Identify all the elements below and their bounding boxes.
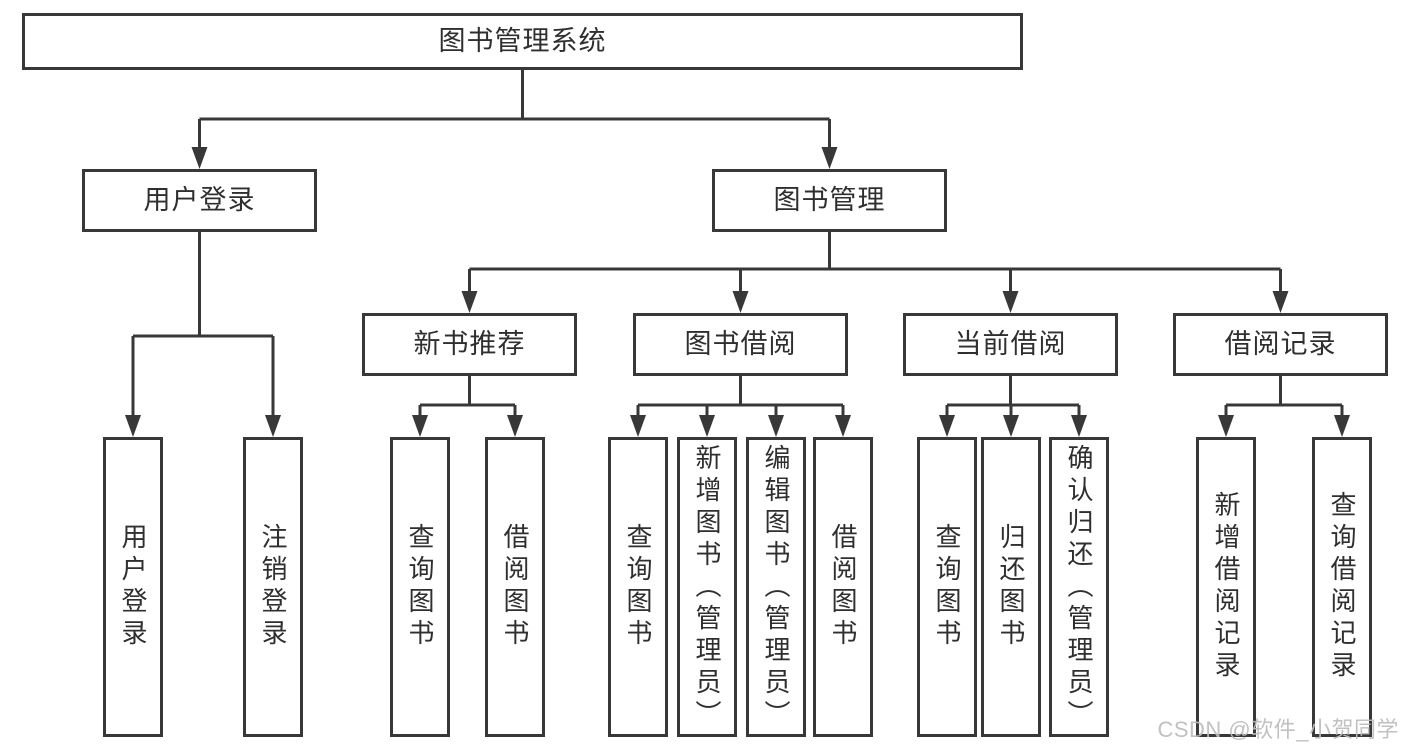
node-user-login: 用户登录 <box>82 169 317 232</box>
arrowhead <box>835 415 851 437</box>
arrowhead <box>768 415 784 437</box>
arrowheads <box>125 147 1350 437</box>
node-borrowing-records: 借阅记录 <box>1173 313 1388 376</box>
node-return-book: 归还图书 <box>981 437 1041 737</box>
arrowhead <box>1002 291 1019 313</box>
arrowhead <box>265 415 281 437</box>
node-borrow-book-1: 借阅图书 <box>485 437 545 737</box>
arrowhead <box>412 415 428 437</box>
arrowhead <box>461 291 478 313</box>
node-add-borrow-record: 新增借阅记录 <box>1196 437 1256 737</box>
arrowhead <box>699 415 715 437</box>
arrowhead <box>1218 415 1234 437</box>
arrowhead <box>507 415 523 437</box>
node-add-book-admin: 新增图书（管理员） <box>677 437 737 737</box>
arrowhead <box>1334 415 1350 437</box>
arrowhead <box>630 415 646 437</box>
arrowhead <box>1272 291 1289 313</box>
arrowhead <box>125 415 141 437</box>
csdn-watermark: CSDN @软件_小贺同学 <box>1157 717 1399 742</box>
node-query-book-2: 查询图书 <box>608 437 668 737</box>
arrowhead <box>732 291 749 313</box>
connector-lines <box>131 69 1344 418</box>
arrowhead <box>191 147 208 169</box>
node-logout-leaf: 注销登录 <box>243 437 303 737</box>
node-query-book-3: 查询图书 <box>917 437 977 737</box>
node-borrow-book-2: 借阅图书 <box>813 437 873 737</box>
node-new-book-recommend: 新书推荐 <box>362 313 577 376</box>
node-book-borrowing: 图书借阅 <box>633 313 848 376</box>
node-book-management: 图书管理 <box>712 169 947 232</box>
arrowhead <box>939 415 955 437</box>
node-root-system: 图书管理系统 <box>22 13 1023 70</box>
arrowhead <box>1003 415 1019 437</box>
arrowhead <box>821 147 838 169</box>
node-query-book-1: 查询图书 <box>390 437 450 737</box>
node-query-borrow-record: 查询借阅记录 <box>1312 437 1372 737</box>
node-user-login-leaf: 用户登录 <box>103 437 163 737</box>
node-edit-book-admin: 编辑图书（管理员） <box>746 437 806 737</box>
node-confirm-return-admin: 确认归还（管理员） <box>1049 437 1109 737</box>
node-current-borrowing: 当前借阅 <box>903 313 1118 376</box>
arrowhead <box>1071 415 1087 437</box>
